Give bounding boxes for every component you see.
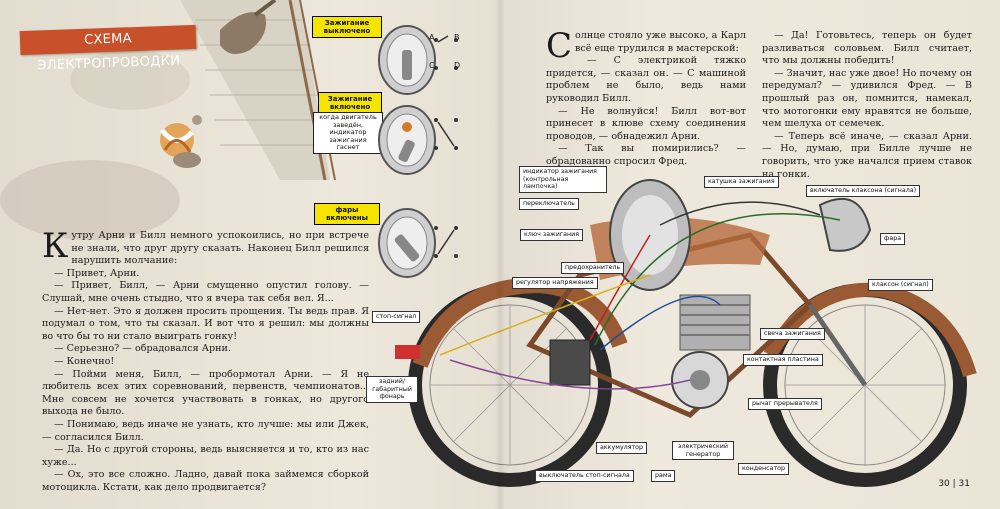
paragraph: — Конечно! — [54, 355, 115, 367]
label-switch: переключатель — [519, 198, 579, 210]
gutter-shadow — [495, 0, 505, 509]
contact-letter: C — [429, 61, 435, 70]
switch-contacts-on-icon — [434, 118, 458, 150]
ignition-switch-off-icon — [378, 25, 436, 95]
motorcycle-wiring-diagram — [395, 179, 977, 487]
label-breaker-lever: рычаг прерывателя — [748, 398, 822, 410]
label-headlight: фара — [880, 233, 906, 245]
label-brake-switch: выключатель стоп-сигнала — [535, 470, 634, 482]
label-brake-light: стоп-сигнал — [372, 311, 421, 323]
label-ignition-indicator: индикатор зажигания (контрольная лампочк… — [519, 166, 607, 193]
label-spark-plug: свеча зажигания — [760, 328, 825, 340]
switch-state-label-off: Зажигание выключено — [312, 16, 382, 38]
paragraph: — Ох, это все сложно. Ладно, давай пока … — [42, 469, 369, 493]
paragraph: — Значит, нас уже двое! Но почему он пер… — [762, 67, 972, 130]
label-generator: электрический генератор — [672, 441, 734, 460]
label-contact-plate: контактная пластина — [743, 354, 823, 366]
drop-cap: С — [546, 26, 573, 66]
label-fuse: предохранитель — [561, 262, 625, 274]
left-illustration — [0, 0, 336, 240]
label-battery: аккумулятор — [596, 442, 647, 454]
label-capacitor: конденсатор — [738, 463, 789, 475]
switch-state-note: когда двигатель заведён, индикатор зажиг… — [313, 112, 383, 154]
label-voltage-regulator: регулятор напряжения — [512, 277, 598, 289]
paragraph: — Привет, Билл, — Арни смущенно опустил … — [42, 280, 369, 304]
paragraph: — Понимаю, ведь иначе не узнать, кто луч… — [42, 418, 369, 443]
label-horn-switch: включатель клаксона (сигнала) — [806, 185, 921, 197]
switch-state-label-lights: фары включены — [314, 203, 380, 225]
switch-contacts-off-icon — [434, 35, 458, 70]
paragraph: — Да. Но с другой стороны, ведь выясняет… — [42, 444, 369, 468]
paragraph: — Не волнуйся! Билл вот-вот принесет в к… — [546, 105, 746, 142]
label-ignition-coil: катушка зажигания — [704, 176, 779, 188]
paragraph: — Нет-нет. Это я должен просить прощения… — [42, 305, 369, 342]
ignition-switch-on-icon — [378, 105, 436, 175]
paragraph: — Серьезно? — обрадовался Арни. — [54, 343, 231, 355]
paragraph: — Привет, Арни. — [54, 267, 140, 279]
switch-contacts-lights-icon — [434, 226, 458, 258]
drop-cap: К — [42, 226, 69, 266]
paragraph: — С электрикой тяжко придется, — сказал … — [546, 55, 746, 104]
contact-letter: B — [454, 33, 460, 42]
paragraph: — Пойми меня, Билл, — пробормотал Арни. … — [42, 368, 369, 418]
label-frame: рама — [651, 470, 676, 482]
left-page: СХЕМА ЭЛЕКТРОПРОВОДКИ Зажигание выключен… — [0, 0, 500, 509]
ignition-switch-lights-icon — [378, 208, 436, 278]
page-numbers: 30 | 31 — [938, 479, 970, 489]
paragraph: — Да! Готовьтесь, теперь он будет разлив… — [762, 30, 972, 67]
paragraph: — Теперь всё иначе, — сказал Арни. — Но,… — [762, 130, 972, 180]
label-horn: клаксон (сигнал) — [868, 279, 933, 291]
contact-letter: A — [429, 33, 435, 42]
label-tail-light: задний/ габаритный фонарь — [366, 376, 418, 403]
right-text-col2: — Да! Готовьтесь, теперь он будет разлив… — [762, 30, 972, 181]
page-title: СХЕМА ЭЛЕКТРОПРОВОДКИ — [19, 24, 197, 73]
contact-letter: D — [454, 61, 461, 70]
label-ignition-key: ключ зажигания — [520, 229, 583, 241]
paragraph: — Так вы помирились? — обрадованно спрос… — [546, 143, 746, 167]
